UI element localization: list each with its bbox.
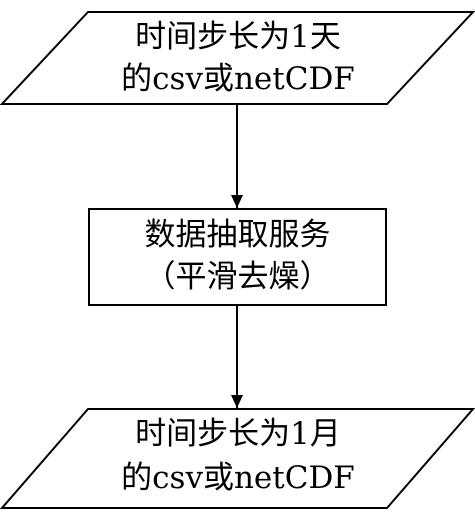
input-node-shape	[0, 11, 475, 105]
input-node-line1: 时间步长为1天	[135, 19, 341, 55]
process-node-line2: （平滑去燥）	[144, 259, 331, 295]
input-node-line2: 的csv或netCDF	[121, 61, 355, 97]
output-node-line1: 时间步长为1月	[135, 416, 341, 452]
process-node-shape	[88, 208, 387, 306]
process-node-line1: 数据抽取服务	[144, 217, 331, 253]
output-node-shape	[0, 408, 475, 509]
output-node-line2: 的csv或netCDF	[121, 460, 355, 496]
